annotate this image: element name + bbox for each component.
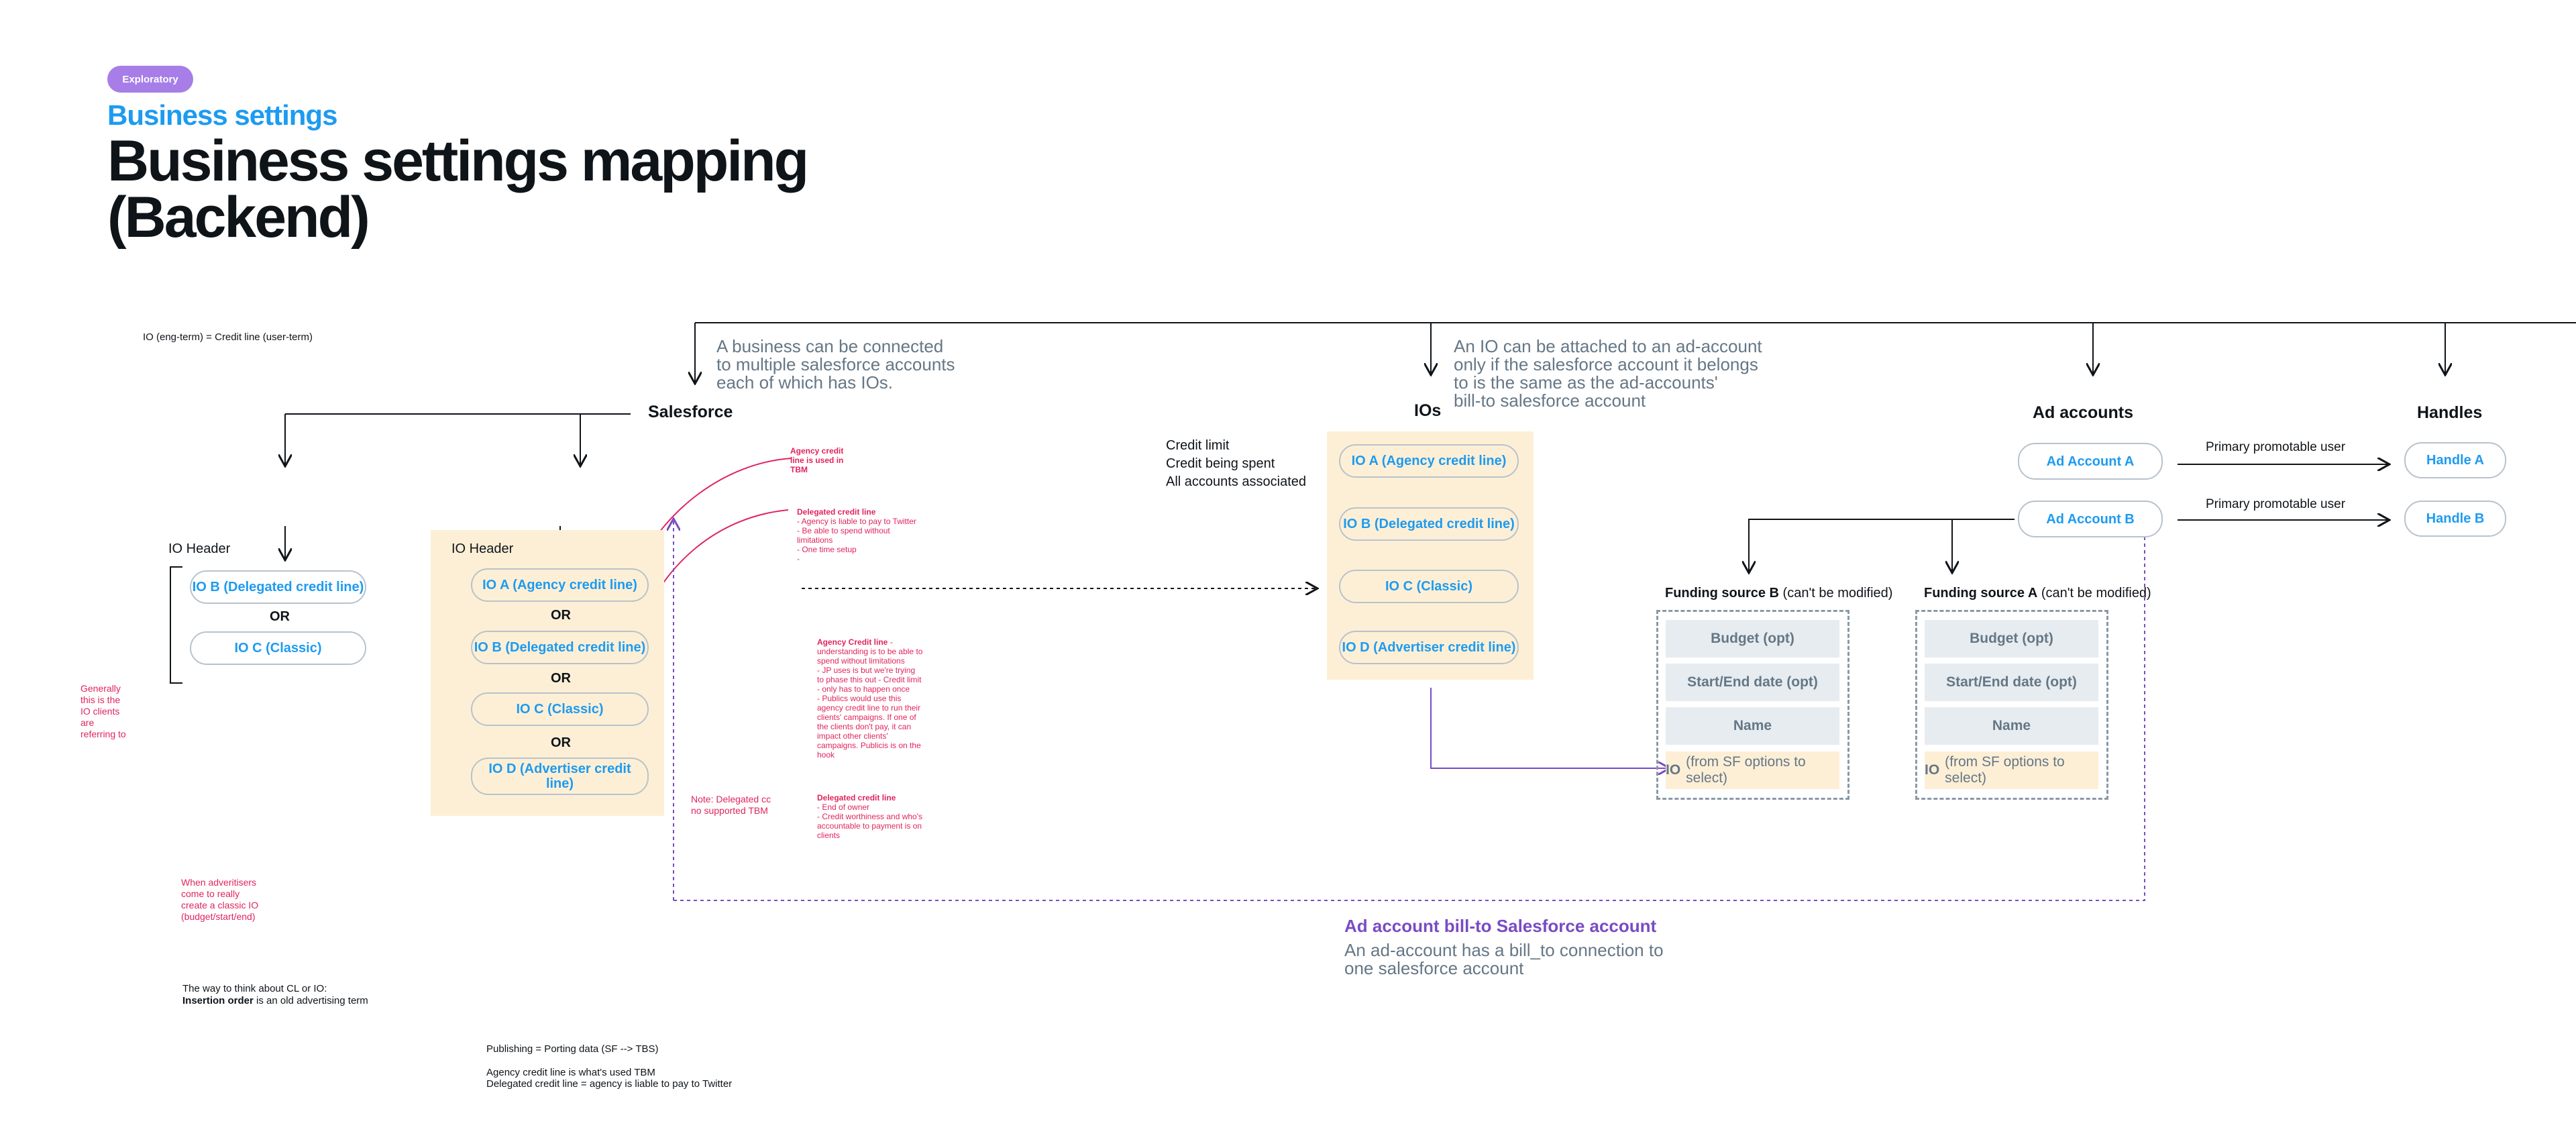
ios-meta: Credit limit Credit being spent All acco… (1166, 438, 1307, 489)
mid-or-1: OR (551, 608, 571, 623)
mid-io-b-pill[interactable]: IO B (Delegated credit line) (471, 631, 649, 664)
generally-note: Generally this is the IO clients are ref… (80, 683, 126, 739)
funding-a-io-field[interactable]: IO (from SF options to select) (1925, 751, 2098, 789)
delegated2-red-title: Delegated credit line (817, 793, 896, 802)
left-or-label: OR (270, 609, 290, 624)
section-kicker: Business settings (107, 99, 337, 131)
funding-b-io-field[interactable]: IO (from SF options to select) (1666, 751, 1839, 789)
funding-a-title-rest: (can't be modified) (2037, 586, 2151, 601)
left-io-header: IO Header (168, 541, 231, 556)
mid-or-2: OR (551, 671, 571, 686)
funding-a-name-field[interactable]: Name (1925, 707, 2098, 745)
delegated2-red-body: - End of owner - Credit worthiness and w… (817, 802, 923, 840)
salesforce-desc: A business can be connected to multiple … (716, 336, 955, 393)
agency-used-note: Agency credit line is what's used TBM (486, 1067, 655, 1078)
note-delegated: Note: Delegated cc no supported TBM (691, 794, 771, 816)
page-title: Business settings mapping (Backend) (107, 129, 979, 250)
funding-b-name-field[interactable]: Name (1666, 707, 1839, 745)
think-rest: is an old advertising term (253, 995, 368, 1006)
think-bold: Insertion order (182, 995, 254, 1006)
ios-io-a-pill[interactable]: IO A (Agency credit line) (1339, 444, 1519, 478)
ad-accounts-heading: Ad accounts (2033, 403, 2134, 422)
bill-to-heading: Ad account bill-to Salesforce account (1344, 916, 1657, 936)
think-line-1: The way to think about CL or IO: (182, 983, 327, 994)
delegated2-red-note: Delegated credit line - End of owner - C… (817, 793, 922, 840)
funding-a-box (1915, 610, 2108, 800)
ios-io-c-pill[interactable]: IO C (Classic) (1339, 570, 1519, 603)
io-term-note: IO (eng-term) = Credit line (user-term) (143, 331, 313, 343)
funding-a-io-prefix: IO (1925, 762, 1940, 778)
publishing-note: Publishing = Porting data (SF --> TBS) (486, 1043, 659, 1055)
edge-label-b: Primary promotable user (2206, 497, 2346, 511)
delegated-red-title: Delegated credit line (797, 507, 876, 517)
handles-heading: Handles (2417, 403, 2483, 422)
edge-label-a: Primary promotable user (2206, 440, 2346, 454)
agency-red-note: Agency Credit line - understanding is to… (817, 637, 922, 760)
think-note: The way to think about CL or IO: Inserti… (182, 983, 368, 1007)
title-line-2: (Backend) (107, 185, 370, 250)
funding-b-budget-field[interactable]: Budget (opt) (1666, 620, 1839, 658)
think-line-2: Insertion order is an old advertising te… (182, 995, 368, 1007)
agency-used-red-title: Agency credit line is used in TBM (790, 446, 844, 474)
ios-desc: An IO can be attached to an ad-account o… (1454, 336, 1762, 411)
funding-b-date-field[interactable]: Start/End date (opt) (1666, 664, 1839, 701)
funding-a-title: Funding source A (can't be modified) (1924, 586, 2151, 601)
funding-a-budget-field[interactable]: Budget (opt) (1925, 620, 2098, 658)
delegated-red-body: - Agency is liable to pay to Twitter - B… (797, 517, 916, 564)
funding-a-date-field[interactable]: Start/End date (opt) (1925, 664, 2098, 701)
agency-red-body: - understanding is to be able to spend w… (817, 637, 923, 760)
funding-b-box (1656, 610, 1849, 800)
ios-group-bg (1327, 431, 1534, 680)
ios-heading: IOs (1414, 401, 1442, 420)
agency-red-title: Agency Credit line (817, 637, 888, 647)
title-line-1: Business settings mapping (107, 129, 809, 193)
left-io-c-pill[interactable]: IO C (Classic) (190, 631, 366, 665)
left-io-b-pill[interactable]: IO B (Delegated credit line) (190, 570, 366, 604)
funding-b-io-prefix: IO (1666, 762, 1681, 778)
funding-b-io-rest: (from SF options to select) (1686, 754, 1806, 786)
delegated-red-note: Delegated credit line - Agency is liable… (797, 507, 916, 564)
salesforce-heading: Salesforce (648, 403, 733, 421)
exploratory-badge: Exploratory (107, 66, 193, 93)
ios-io-b-pill[interactable]: IO B (Delegated credit line) (1339, 507, 1519, 541)
ad-account-a-pill[interactable]: Ad Account A (2018, 443, 2163, 480)
funding-b-title-bold: Funding source B (1665, 586, 1779, 601)
funding-a-title-bold: Funding source A (1924, 586, 2038, 601)
advertisers-note: When adveritisers come to really create … (181, 877, 259, 922)
funding-b-title-rest: (can't be modified) (1779, 586, 1893, 601)
mid-io-d-pill[interactable]: IO D (Advertiser credit line) (471, 758, 649, 795)
funding-a-io-rest: (from SF options to select) (1945, 754, 2065, 786)
mid-or-3: OR (551, 735, 571, 750)
handle-a-pill[interactable]: Handle A (2404, 442, 2506, 478)
mid-group-bg (431, 530, 664, 816)
mid-io-header: IO Header (451, 541, 514, 556)
bill-to-desc: An ad-account has a bill_to connection t… (1344, 940, 1664, 978)
funding-b-title: Funding source B (can't be modified) (1665, 586, 1892, 601)
delegated-liable-note: Delegated credit line = agency is liable… (486, 1078, 733, 1090)
handle-b-pill[interactable]: Handle B (2404, 501, 2506, 537)
ios-io-d-pill[interactable]: IO D (Advertiser credit line) (1339, 631, 1519, 664)
ad-account-b-pill[interactable]: Ad Account B (2018, 501, 2163, 537)
mid-io-c-pill[interactable]: IO C (Classic) (471, 692, 649, 726)
mid-io-a-pill[interactable]: IO A (Agency credit line) (471, 568, 649, 602)
